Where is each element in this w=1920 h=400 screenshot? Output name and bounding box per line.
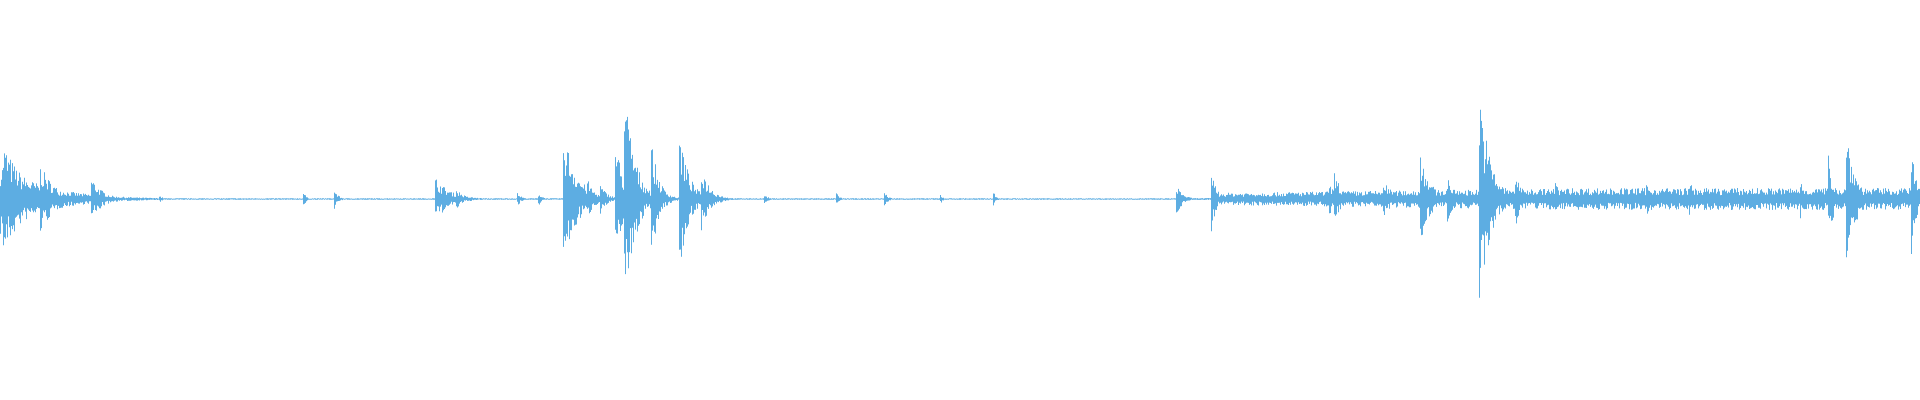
waveform-path <box>0 109 1920 298</box>
